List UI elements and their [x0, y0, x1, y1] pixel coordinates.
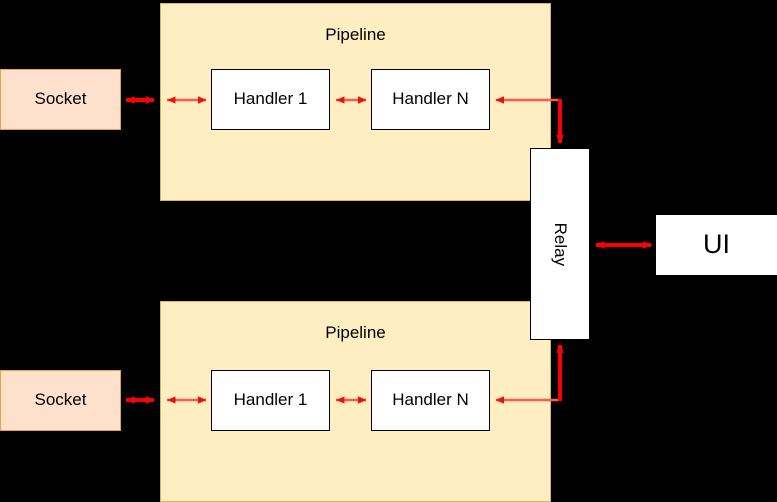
relay-label: Relay	[551, 222, 571, 266]
handler-node-bottom-1[interactable]: Handler 1	[211, 370, 330, 431]
socket-label-bottom: Socket	[34, 390, 87, 410]
handler-label-top-1: Handler 1	[233, 89, 308, 109]
socket-node-bottom[interactable]: Socket	[0, 370, 121, 431]
pipeline-label-top: Pipeline	[325, 25, 386, 44]
socket-label-top: Socket	[34, 89, 87, 109]
handler-label-bottom-n: Handler N	[392, 390, 469, 410]
handler-label-bottom-1: Handler 1	[233, 390, 308, 410]
handler-node-top-n[interactable]: Handler N	[371, 69, 490, 130]
ui-label: UI	[703, 229, 730, 260]
handler-node-bottom-n[interactable]: Handler N	[371, 370, 490, 431]
handler-label-top-n: Handler N	[392, 89, 469, 109]
pipeline-label-bottom: Pipeline	[325, 323, 386, 342]
relay-node[interactable]: Relay	[530, 148, 590, 340]
ui-node[interactable]: UI	[656, 215, 777, 275]
handler-node-top-1[interactable]: Handler 1	[211, 69, 330, 130]
socket-node-top[interactable]: Socket	[0, 69, 121, 130]
